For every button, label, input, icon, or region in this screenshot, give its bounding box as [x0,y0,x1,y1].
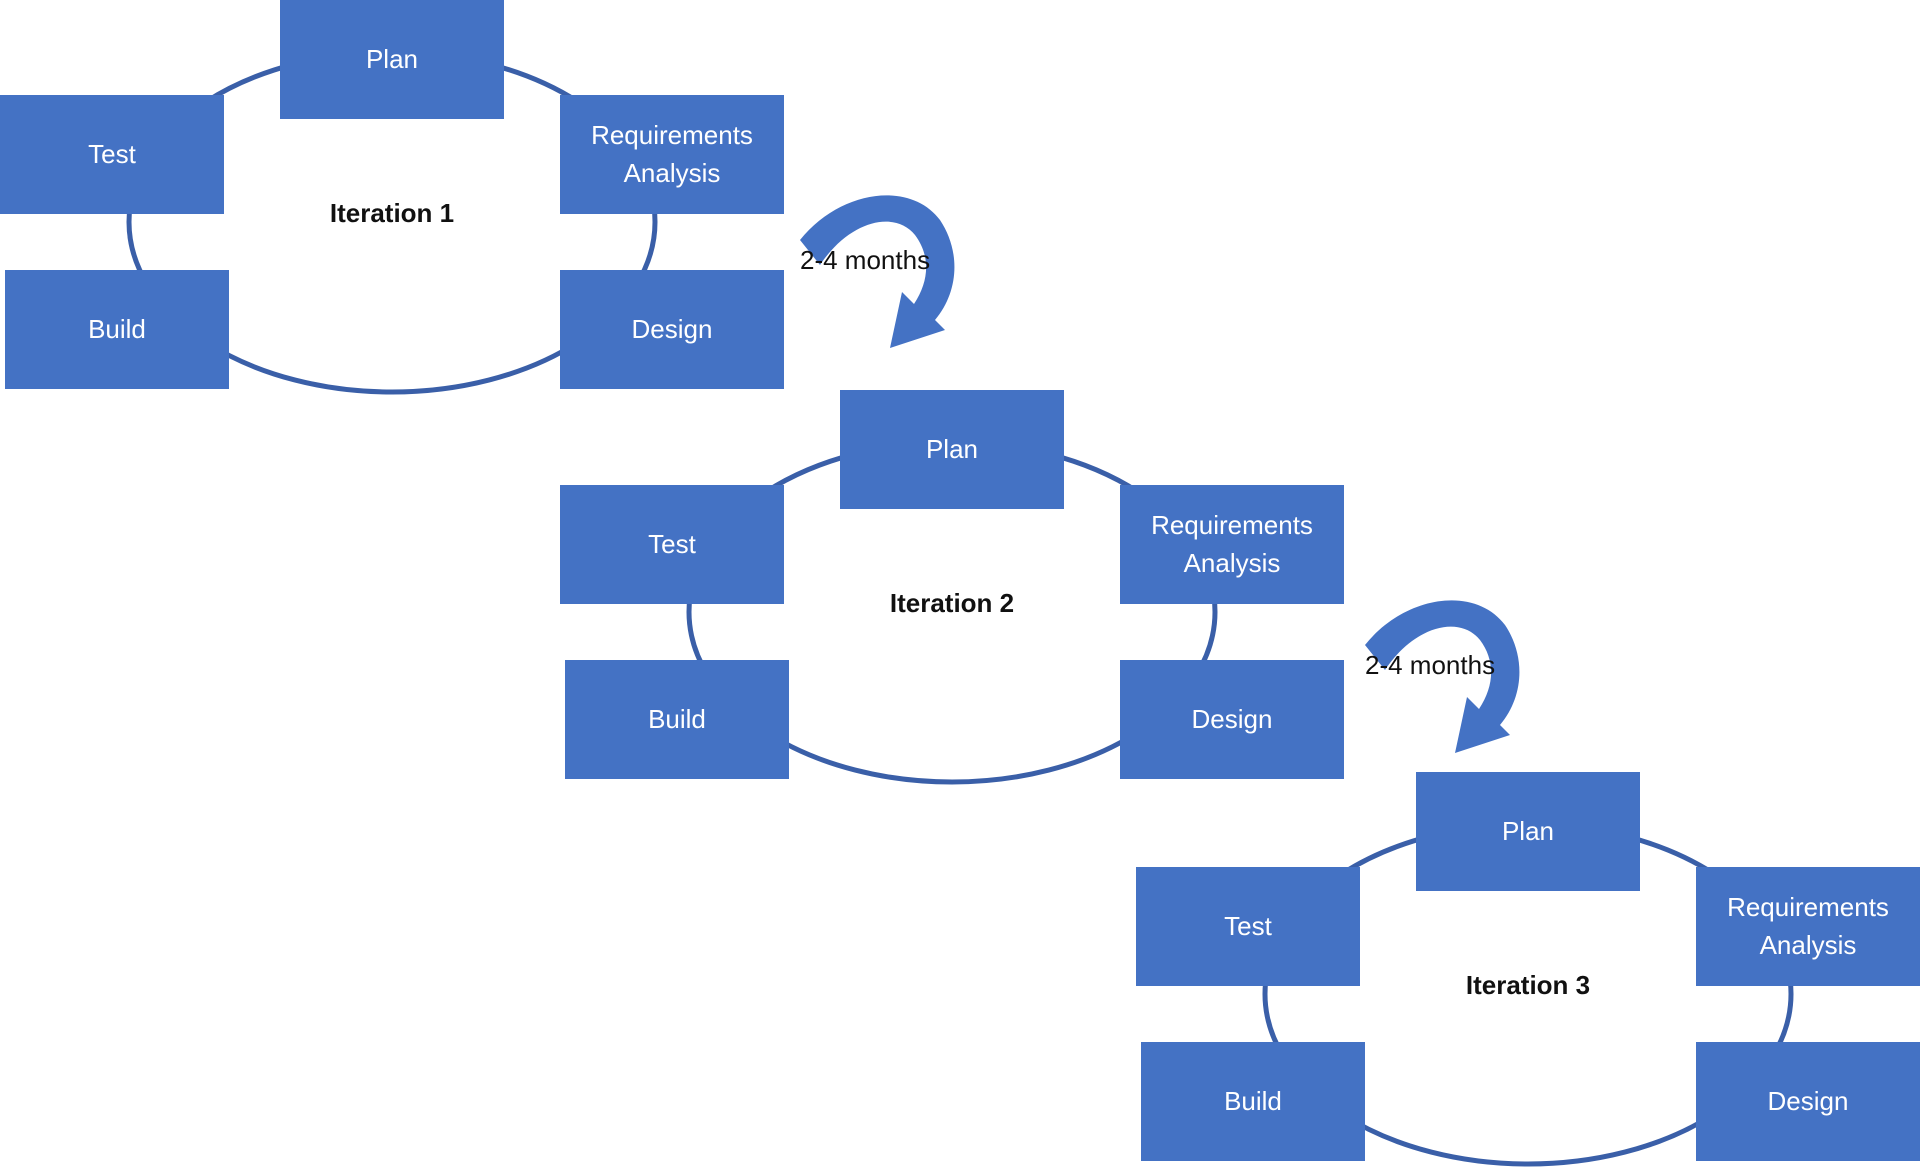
design-step: Design [1120,660,1344,779]
test-step: Test [0,95,224,214]
plan-step: Plan [840,390,1064,509]
transition-label-1: 2-4 months [800,245,931,275]
iteration-label: Iteration 3 [1465,970,1591,1000]
transition-arrow-2 [1365,600,1520,753]
design-step: Design [560,270,784,389]
iteration-1-cycle: Plan Requirements Analysis Design Build … [0,0,800,400]
iteration-label: Iteration 1 [329,198,455,228]
build-step: Build [565,660,789,779]
iteration-2-cycle: Plan Requirements Analysis Design Build … [560,390,1360,790]
requirements-analysis-step: Requirements Analysis [560,95,784,214]
test-step: Test [1136,867,1360,986]
requirements-analysis-step: Requirements Analysis [1696,867,1920,986]
plan-step: Plan [1416,772,1640,891]
requirements-analysis-step: Requirements Analysis [1120,485,1344,604]
test-step: Test [560,485,784,604]
transition-arrow-1 [800,195,955,348]
build-step: Build [1141,1042,1365,1161]
plan-step: Plan [280,0,504,119]
iteration-3-cycle: Plan Requirements Analysis Design Build … [1136,772,1920,1172]
transition-label-2: 2-4 months [1365,650,1496,680]
iteration-label: Iteration 2 [889,588,1015,618]
build-step: Build [5,270,229,389]
design-step: Design [1696,1042,1920,1161]
